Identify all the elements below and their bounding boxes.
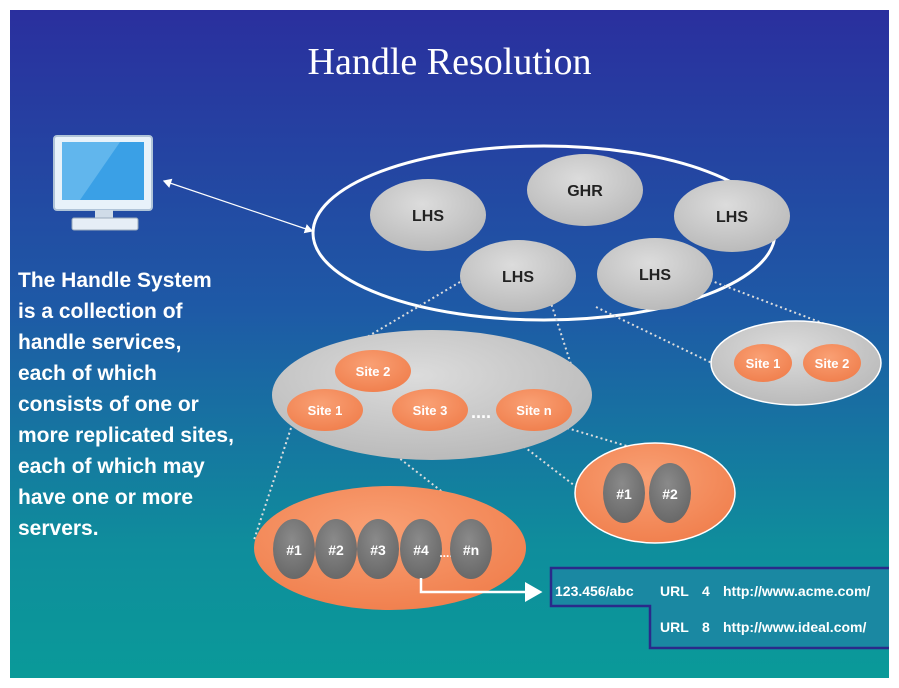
site-servers-large: #1 #2 #3 #4 .... #n [254,486,526,610]
handle-service-small: Site 1 Site 2 [710,320,882,406]
svg-text:#1: #1 [616,486,632,502]
computer-monitor-icon [53,135,153,231]
description-line: is a collection of [18,300,183,323]
server-n: #n [450,519,492,579]
record-value: http://www.ideal.com/ [723,619,866,635]
small-site-1: Site 1 [734,344,792,382]
record-index: 4 [702,583,710,599]
record-type: URL [660,583,689,599]
small-server-1: #1 [603,463,645,523]
connection-arrow [162,178,314,234]
handle-system-diagram: GHR LHS LHS LHS LHS Site 2 Sit [53,135,889,650]
svg-text:Site 1: Site 1 [308,403,343,418]
lhs-node-bottom-right: LHS [597,238,713,310]
svg-text:#3: #3 [370,542,386,558]
svg-text:Site 2: Site 2 [356,364,391,379]
svg-text:Site n: Site n [516,403,551,418]
lhs-node-left: LHS [370,179,486,251]
description-line: consists of one or [18,393,199,416]
handle-service-sites: Site 2 Site 1 Site 3 .... Site n [272,330,592,460]
lhs-label: LHS [412,208,444,225]
description-line: each of which may [18,455,205,478]
servers-ellipsis: .... [439,546,452,560]
ghr-label: GHR [567,183,603,200]
server-2: #2 [315,519,357,579]
record-type: URL [660,619,689,635]
record-index: 8 [702,619,710,635]
lhs-label: LHS [716,209,748,226]
svg-text:Site 3: Site 3 [413,403,448,418]
lhs-node-right: LHS [674,180,790,252]
server-3: #3 [357,519,399,579]
small-server-2: #2 [649,463,691,523]
ghr-node: GHR [527,154,643,226]
handle-id: 123.456/abc [555,583,634,599]
lhs-node-bottom-left: LHS [460,240,576,312]
description-line: each of which [18,362,157,385]
svg-text:Site 2: Site 2 [815,356,850,371]
site-servers-small: #1 #2 [574,442,736,544]
svg-text:#1: #1 [286,542,302,558]
site-1: Site 1 [287,389,363,431]
handle-record: 123.456/abc URL 4 http://www.acme.com/ U… [549,566,889,650]
sites-ellipsis: .... [471,402,491,422]
description-line: have one or more [18,486,194,509]
svg-text:Site 1: Site 1 [746,356,781,371]
svg-text:#2: #2 [662,486,678,502]
small-site-2: Site 2 [803,344,861,382]
svg-text:#4: #4 [413,542,429,558]
site-n: Site n [496,389,572,431]
description-line: handle services, [18,331,182,354]
site-2: Site 2 [335,350,411,392]
resolution-arrow [419,578,543,602]
lhs-label: LHS [502,269,534,286]
record-value: http://www.acme.com/ [723,583,870,599]
slide: Handle Resolution The Handle System is a… [10,10,889,678]
lhs-label: LHS [639,267,671,284]
svg-text:#n: #n [463,542,479,558]
site-3: Site 3 [392,389,468,431]
svg-text:#2: #2 [328,542,344,558]
description-line: more replicated sites, [18,424,234,447]
slide-title: Handle Resolution [307,41,592,83]
server-1: #1 [273,519,315,579]
description-text: The Handle System is a collection of han… [18,265,278,544]
server-4: #4 [400,519,442,579]
description-line: servers. [18,517,99,540]
description-line: The Handle System [18,269,212,292]
